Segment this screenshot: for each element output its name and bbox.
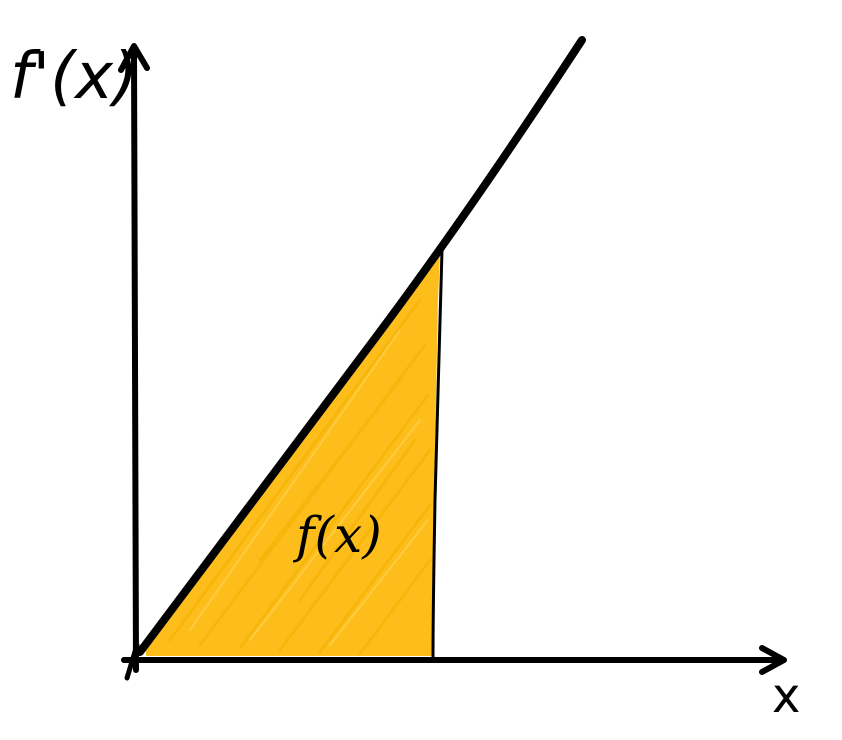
area-right-boundary (431, 248, 444, 660)
shaded-area-highlights (189, 329, 429, 646)
y-axis-label: f'(x) (10, 40, 138, 114)
x-axis (121, 642, 787, 681)
area-label: f(x) (292, 506, 382, 564)
y-axis-arrowhead (118, 43, 150, 73)
y-axis-line (131, 49, 139, 673)
shaded-area-texture (168, 298, 432, 656)
derivative-line (136, 36, 586, 656)
origin-tick (124, 642, 140, 681)
x-axis-label: x (772, 668, 800, 724)
x-axis-arrowhead (759, 645, 787, 675)
y-axis (118, 43, 150, 673)
